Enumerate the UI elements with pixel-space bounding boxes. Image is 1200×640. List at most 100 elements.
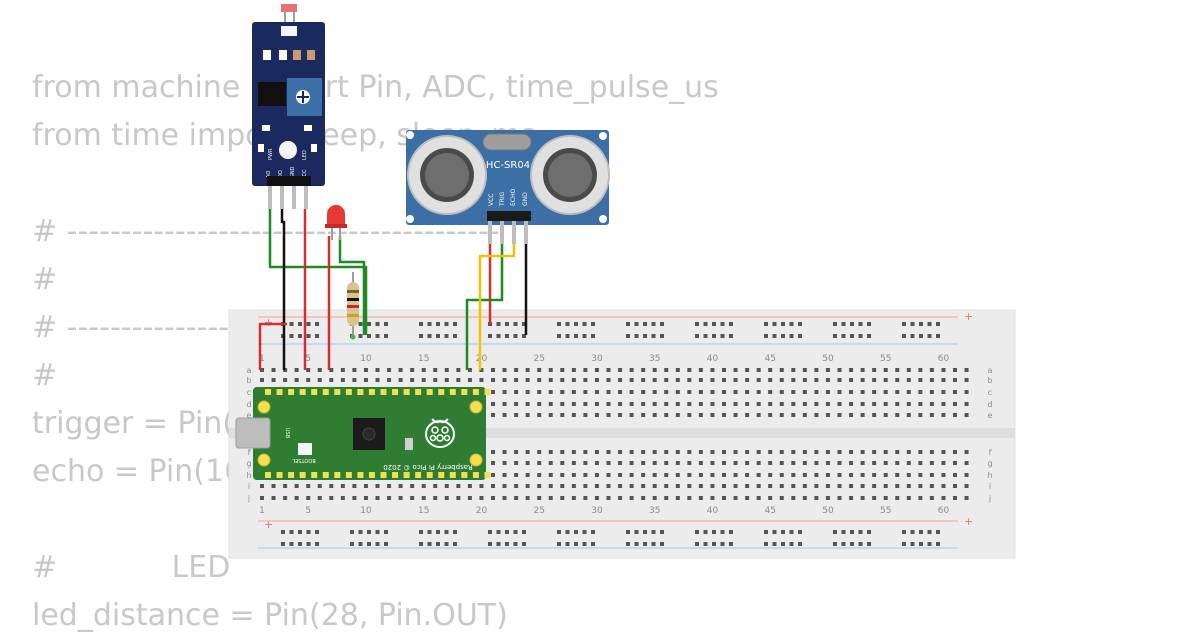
rail-hole[interactable] <box>695 542 699 546</box>
pico-pin-pad[interactable] <box>265 472 271 478</box>
breadboard-hole[interactable] <box>802 378 807 382</box>
breadboard-hole[interactable] <box>502 496 507 500</box>
breadboard-hole[interactable] <box>860 461 865 465</box>
breadboard-hole[interactable] <box>525 461 530 465</box>
breadboard-hole[interactable] <box>641 461 646 465</box>
rail-hole[interactable] <box>867 334 871 338</box>
breadboard-hole[interactable] <box>652 390 657 394</box>
breadboard-hole[interactable] <box>791 450 796 454</box>
breadboard-hole[interactable] <box>733 413 738 417</box>
rail-hole[interactable] <box>496 334 501 338</box>
breadboard-hole[interactable] <box>306 378 311 382</box>
pico-pin-pad[interactable] <box>472 389 479 395</box>
rail-hole[interactable] <box>289 322 294 326</box>
breadboard-hole[interactable] <box>802 484 807 488</box>
breadboard-hole[interactable] <box>675 368 680 372</box>
breadboard-hole[interactable] <box>687 461 692 465</box>
breadboard-hole[interactable] <box>698 390 703 394</box>
breadboard-hole[interactable] <box>594 390 599 394</box>
breadboard-hole[interactable] <box>860 413 865 417</box>
rail-hole[interactable] <box>927 542 932 546</box>
breadboard-hole[interactable] <box>664 390 669 394</box>
breadboard-hole[interactable] <box>964 378 969 382</box>
rail-hole[interactable] <box>729 322 733 326</box>
breadboard-hole[interactable] <box>641 402 646 406</box>
rail-hole[interactable] <box>427 542 432 546</box>
breadboard-hole[interactable] <box>895 413 900 417</box>
breadboard-hole[interactable] <box>837 390 842 394</box>
breadboard-hole[interactable] <box>779 496 784 500</box>
breadboard-hole[interactable] <box>698 496 703 500</box>
rail-hole[interactable] <box>841 322 846 326</box>
breadboard-hole[interactable] <box>537 473 542 477</box>
pico-pin-pad[interactable] <box>322 472 329 478</box>
breadboard-hole[interactable] <box>260 496 264 500</box>
rail-hole[interactable] <box>764 542 768 546</box>
breadboard-hole[interactable] <box>421 496 426 500</box>
sensor-module[interactable]: PWR LED AO DO GND VCC <box>252 4 325 209</box>
breadboard-hole[interactable] <box>825 402 830 406</box>
breadboard-hole[interactable] <box>756 450 761 454</box>
breadboard-hole[interactable] <box>537 496 542 500</box>
pico-pin-pad[interactable] <box>426 389 433 395</box>
breadboard-hole[interactable] <box>872 402 877 406</box>
breadboard-hole[interactable] <box>560 368 565 372</box>
breadboard-hole[interactable] <box>560 484 565 488</box>
pico-pin-pad[interactable] <box>345 472 352 478</box>
breadboard-hole[interactable] <box>317 484 322 488</box>
rail-hole[interactable] <box>927 530 932 534</box>
breadboard-hole[interactable] <box>363 378 368 382</box>
breadboard-hole[interactable] <box>929 496 934 500</box>
breadboard-hole[interactable] <box>387 368 392 372</box>
breadboard-hole[interactable] <box>814 413 819 417</box>
breadboard-hole[interactable] <box>756 402 761 406</box>
rail-hole[interactable] <box>496 530 501 534</box>
breadboard-hole[interactable] <box>548 461 553 465</box>
rail-hole[interactable] <box>367 334 371 338</box>
breadboard-hole[interactable] <box>525 413 530 417</box>
breadboard-hole[interactable] <box>629 413 634 417</box>
breadboard-hole[interactable] <box>860 368 865 372</box>
breadboard-hole[interactable] <box>514 413 519 417</box>
breadboard-hole[interactable] <box>802 390 807 394</box>
breadboard-hole[interactable] <box>895 461 900 465</box>
rail-hole[interactable] <box>522 542 526 546</box>
breadboard-hole[interactable] <box>283 496 288 500</box>
rail-hole[interactable] <box>384 322 388 326</box>
breadboard-hole[interactable] <box>953 484 957 488</box>
rail-hole[interactable] <box>858 530 863 534</box>
breadboard-hole[interactable] <box>698 450 703 454</box>
breadboard-hole[interactable] <box>929 402 934 406</box>
sensor-pin-vcc[interactable] <box>304 186 308 209</box>
rail-hole[interactable] <box>798 542 802 546</box>
rail-hole[interactable] <box>436 334 440 338</box>
rail-hole[interactable] <box>781 322 785 326</box>
breadboard-hole[interactable] <box>918 484 923 488</box>
breadboard-hole[interactable] <box>825 390 830 394</box>
rail-hole[interactable] <box>436 542 440 546</box>
breadboard-hole[interactable] <box>814 368 819 372</box>
rail-hole[interactable] <box>591 530 595 534</box>
rail-hole[interactable] <box>927 322 932 326</box>
breadboard-hole[interactable] <box>722 378 726 382</box>
breadboard-hole[interactable] <box>514 496 519 500</box>
rail-hole[interactable] <box>375 334 380 338</box>
breadboard-hole[interactable] <box>641 390 646 394</box>
pico-pin-pad[interactable] <box>357 389 364 395</box>
breadboard-hole[interactable] <box>906 484 911 488</box>
rail-hole[interactable] <box>488 334 492 338</box>
breadboard-hole[interactable] <box>410 484 415 488</box>
breadboard-hole[interactable] <box>710 390 715 394</box>
rail-hole[interactable] <box>902 322 906 326</box>
rail-hole[interactable] <box>643 530 647 534</box>
breadboard-hole[interactable] <box>929 461 934 465</box>
rail-hole[interactable] <box>703 334 708 338</box>
rail-hole[interactable] <box>557 542 561 546</box>
breadboard-hole[interactable] <box>768 461 773 465</box>
breadboard-hole[interactable] <box>825 484 830 488</box>
breadboard-hole[interactable] <box>340 496 345 500</box>
breadboard-hole[interactable] <box>791 368 796 372</box>
breadboard-hole[interactable] <box>768 473 773 477</box>
breadboard-hole[interactable] <box>548 473 553 477</box>
breadboard-hole[interactable] <box>698 402 703 406</box>
